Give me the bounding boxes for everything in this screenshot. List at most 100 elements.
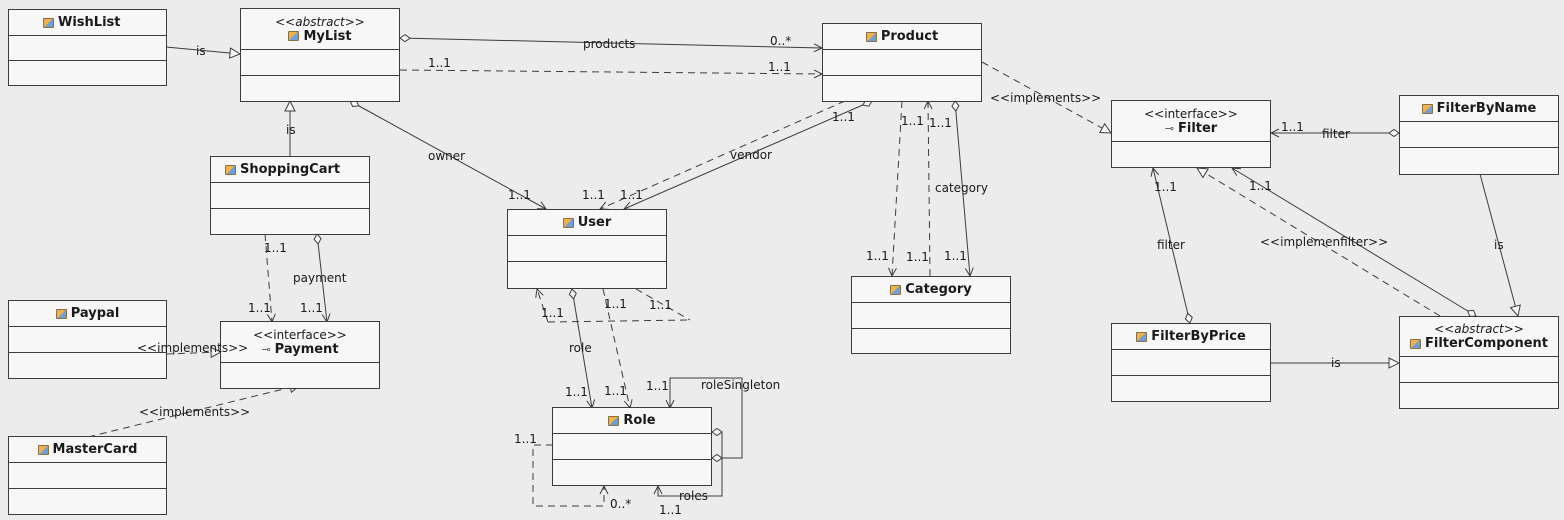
class-header: WishList [9,10,166,36]
class-mastercard[interactable]: MasterCard [8,436,167,515]
class-name: FilterByPrice [1151,329,1246,344]
class-icon [890,284,902,295]
class-name: MyList [303,28,352,44]
multiplicity-label: 1..1 [514,432,537,446]
class-name: WishList [58,15,121,30]
user-self-dependency [537,289,691,323]
class-icon [55,308,67,319]
interface-payment[interactable]: <<interface>> ⊸Payment [220,321,380,389]
attributes-section [553,434,711,460]
multiplicity-label: 1..1 [300,301,323,315]
interface-filter[interactable]: <<interface>> ⊸Filter [1111,100,1271,168]
role-association [572,289,592,408]
class-icon [865,31,877,42]
category-association [955,101,970,276]
product-category-dep-1 [892,100,903,276]
class-icon [225,164,236,175]
class-header: <<interface>> ⊸Filter [1112,101,1270,142]
multiplicity-label: 1..1 [428,56,451,70]
paypal-implements-payment [165,352,221,354]
class-icon [608,415,620,426]
edge-label: vendor [730,148,772,162]
multiplicity-label: 1..1 [929,116,952,130]
edge-label: products [583,37,636,51]
wishlist-generalization [165,46,240,54]
class-product[interactable]: Product [822,23,982,102]
class-icon [1136,331,1148,342]
attributes-section [9,327,166,353]
class-header: ShoppingCart [211,157,369,183]
class-user[interactable]: User [507,209,667,289]
class-category[interactable]: Category [851,276,1011,354]
class-header: Product [823,24,981,50]
role-self-dependency [532,444,604,507]
stereotype: <<interface>> [1144,106,1238,121]
class-name: User [577,215,612,230]
class-header: Category [852,277,1010,303]
multiplicity-label: 1..1 [659,503,682,517]
multiplicity-label: 1..1 [541,306,564,320]
class-icon [562,217,574,228]
class-filtercomponent[interactable]: <<abstract>> FilterComponent [1399,316,1559,409]
role-singleton-loop [670,377,743,458]
payment-association [317,234,327,322]
attributes-section [1400,357,1558,383]
multiplicity-label: 1..1 [508,188,531,202]
multiplicity-label: 1..1 [944,249,967,263]
class-paypal[interactable]: Paypal [8,300,167,379]
attributes-section [1400,122,1558,148]
multiplicity-label: 0..* [770,34,792,48]
edge-label: <<implements>> [990,91,1102,105]
interface-icon: ⊸ [1164,121,1174,135]
multiplicity-label: 1..1 [582,188,605,202]
edge-label: <<implements>> [139,405,251,419]
multiplicity-label: 0..* [610,497,632,511]
attributes-section [1112,350,1270,376]
class-header: Paypal [9,301,166,327]
edge-label: filter [1157,238,1185,252]
edge-label: roles [679,489,708,503]
multiplicity-label: 1..1 [832,110,855,124]
stereotype: <<abstract>> [275,14,365,29]
user-role-dependency [602,288,630,408]
products-association [400,38,822,48]
class-name: FilterByName [1436,101,1537,116]
multiplicity-label: 1..1 [649,298,672,312]
class-name: Product [880,29,939,44]
multiplicity-label: 1..1 [646,379,669,393]
class-shoppingcart[interactable]: ShoppingCart [210,156,370,235]
edge-label: is [286,123,296,137]
edge-label: owner [428,149,466,163]
edge-label: is [1331,356,1341,370]
mastercard-implements-payment [87,385,300,438]
class-header: <<abstract>> MyList [241,9,399,50]
class-mylist[interactable]: <<abstract>> MyList [240,8,400,102]
multiplicity-label: 1..1 [906,250,929,264]
class-role[interactable]: Role [552,407,712,486]
class-filterbyprice[interactable]: FilterByPrice [1111,323,1271,402]
filterbyname-generalization [1479,173,1518,316]
class-name: Payment [274,341,339,357]
edge-label: category [935,181,989,195]
class-name: MasterCard [52,442,138,457]
class-header: <<interface>> ⊸Payment [221,322,379,363]
edge-label: is [1494,238,1504,252]
edge-label: roleSingleton [701,378,781,392]
class-icon [37,444,49,455]
cart-payment-dependency [264,233,272,322]
class-icon [1421,103,1433,114]
class-name: Paypal [70,306,120,321]
class-filterbyname[interactable]: FilterByName [1399,95,1559,175]
attributes-section [9,463,166,489]
multiplicity-label: 1..1 [901,114,924,128]
vendor-association [624,101,872,209]
class-icon [1409,338,1421,349]
multiplicity-label: 1..1 [248,301,271,315]
multiplicity-label: 1..1 [565,385,588,399]
attributes-section [852,303,1010,329]
stereotype: <<interface>> [253,327,347,342]
multiplicity-label: 1..1 [1154,180,1177,194]
edge-label: role [569,341,592,355]
class-header: User [508,210,666,236]
class-wishlist[interactable]: WishList [8,9,167,86]
